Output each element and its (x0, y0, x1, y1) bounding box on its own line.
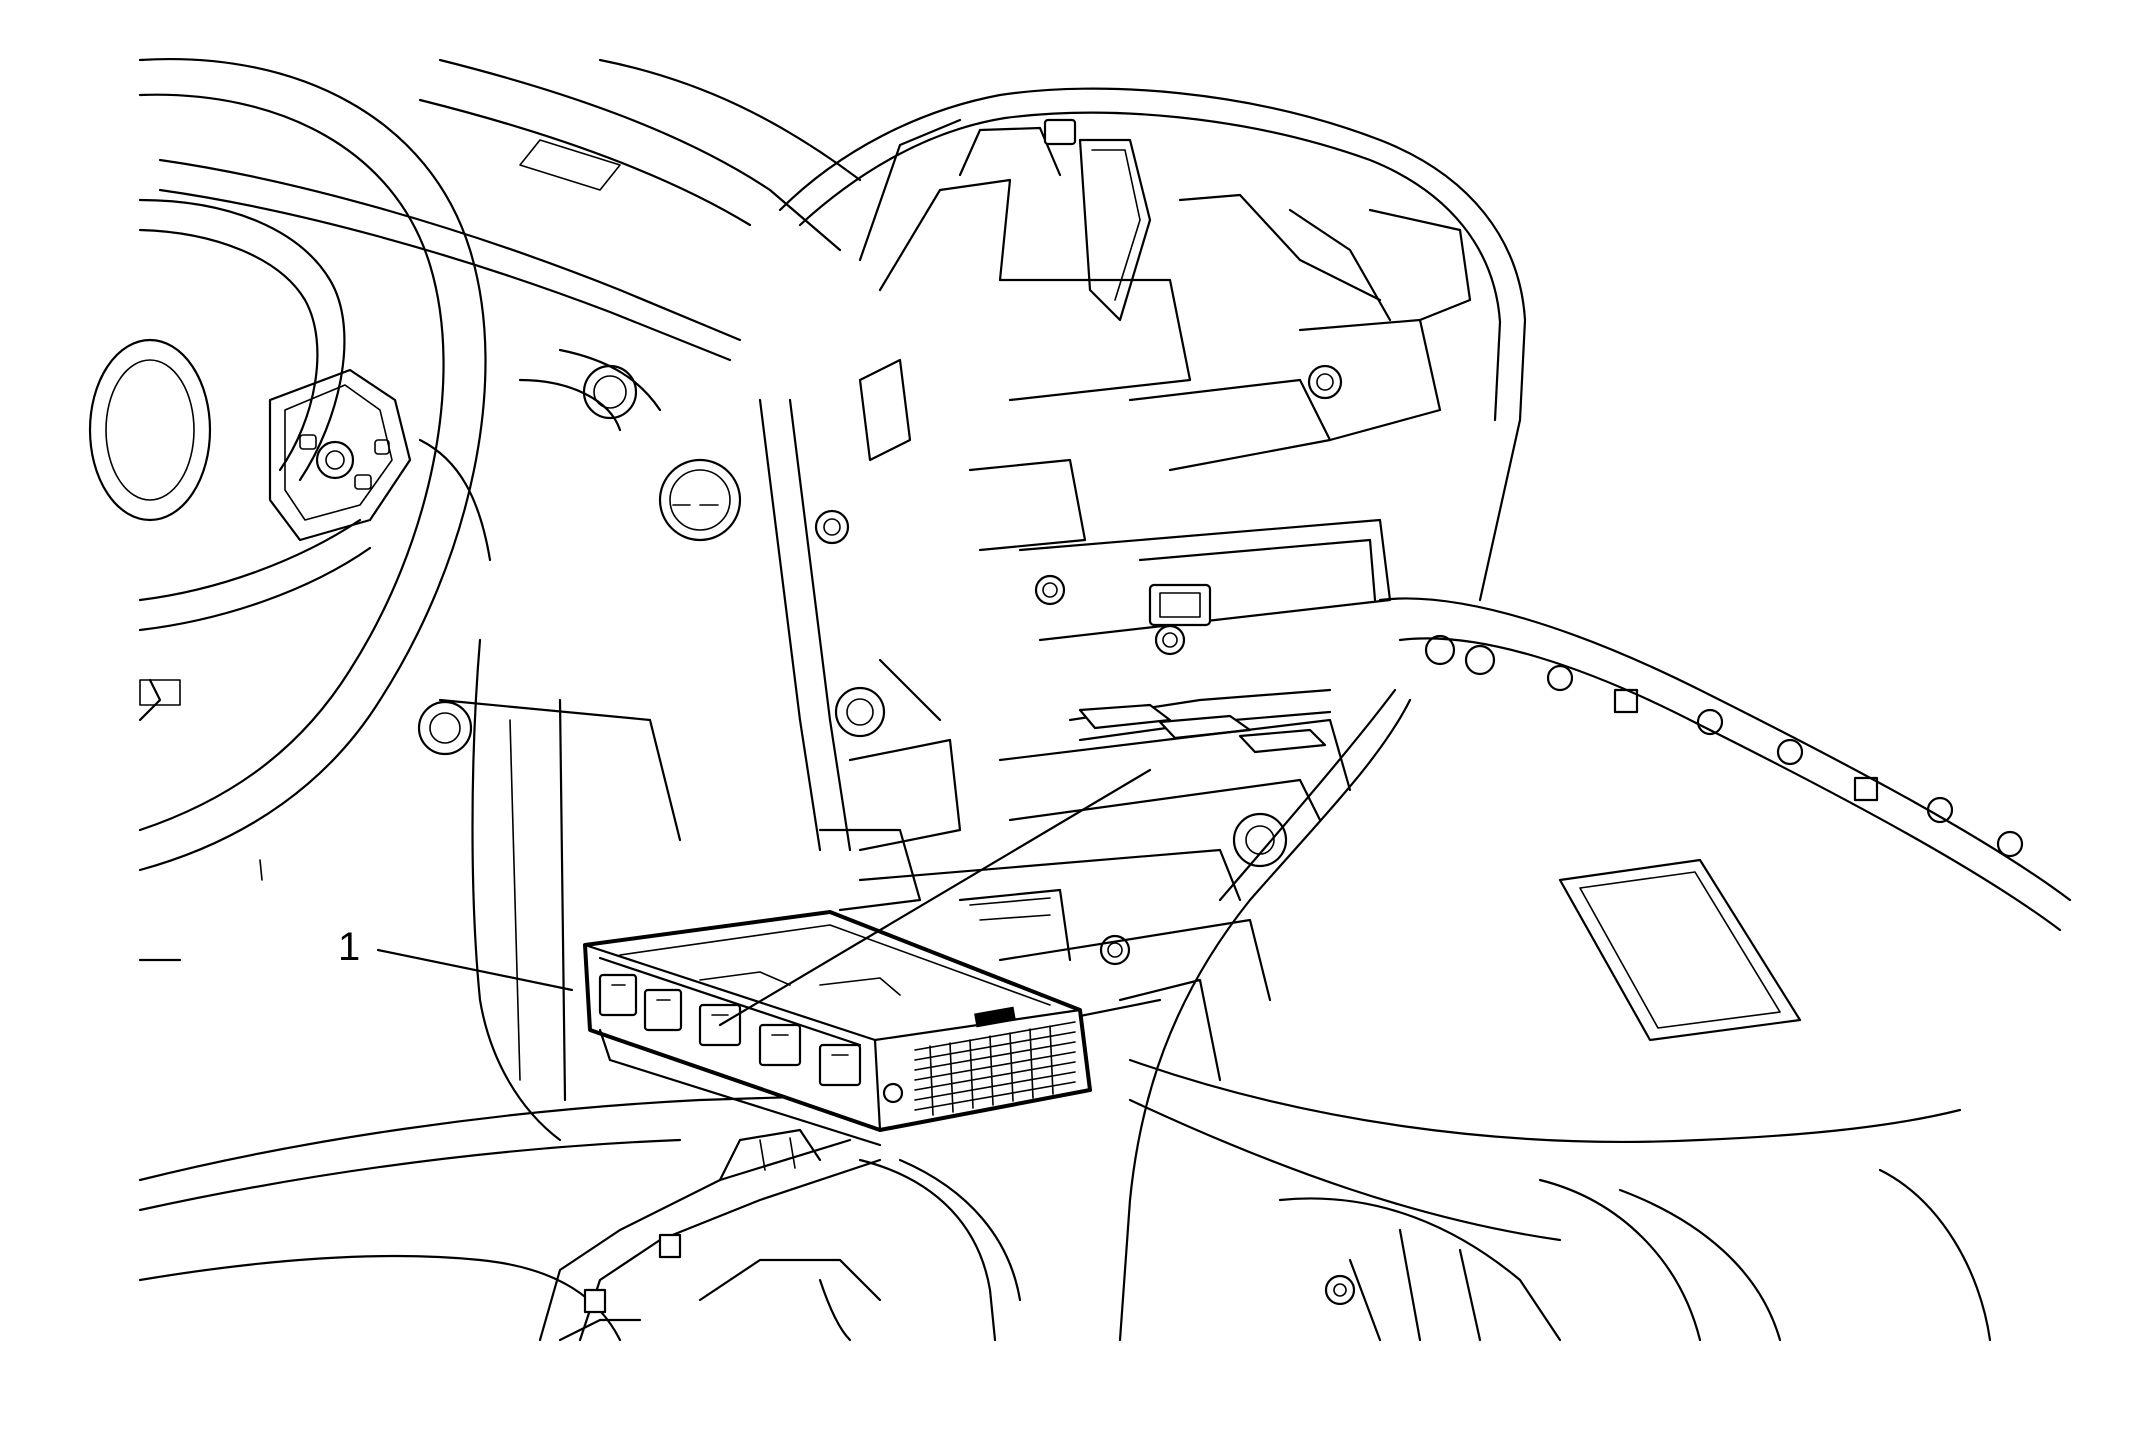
installation-guide-line (718, 768, 1152, 1027)
callout-1-label: 1 (338, 925, 360, 969)
callout-1: 1 (338, 925, 574, 992)
control-module (583, 910, 1092, 1147)
upper-dash-left (158, 58, 862, 842)
center-stack-frame (758, 87, 1527, 1082)
steering-wheel (88, 58, 487, 872)
callout-1-leader (376, 948, 574, 992)
module-vent-grid (914, 1006, 1076, 1116)
center-console (138, 638, 1022, 1342)
right-dash-panel (1118, 597, 2072, 1342)
